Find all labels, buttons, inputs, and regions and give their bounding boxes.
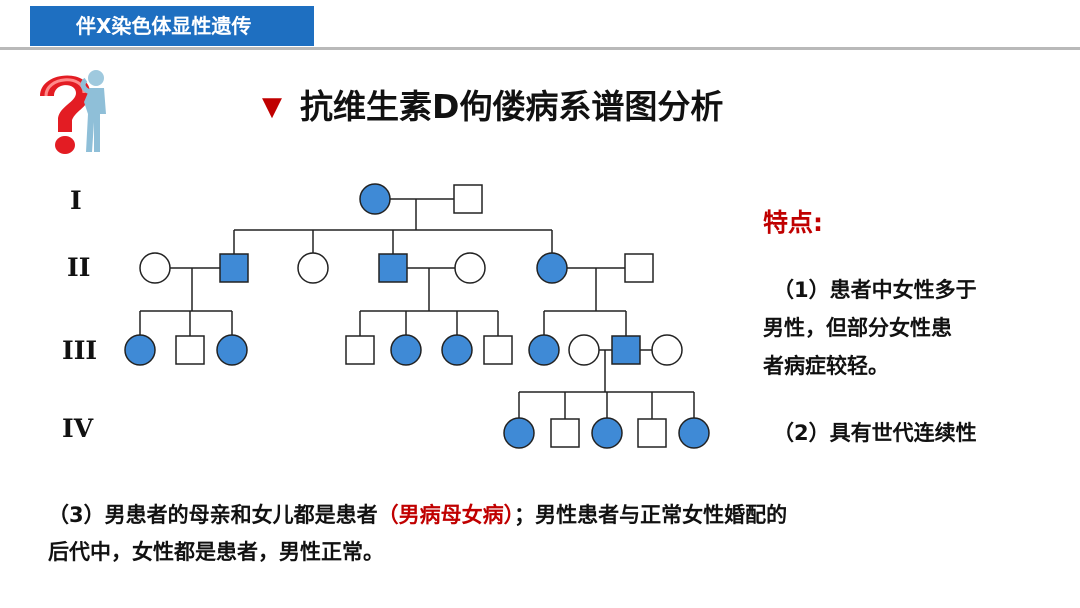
affected-female-gen-III-5 bbox=[391, 335, 421, 365]
unaffected-male-gen-IV-4 bbox=[638, 419, 666, 447]
affected-female-gen-IV-1 bbox=[504, 418, 534, 448]
affected-female-gen-II-6 bbox=[537, 253, 567, 283]
affected-female-gen-III-8 bbox=[529, 335, 559, 365]
unaffected-male-gen-I-2 bbox=[454, 185, 482, 213]
unaffected-male-gen-III-7 bbox=[484, 336, 512, 364]
features-heading: 特点: bbox=[763, 203, 823, 239]
affected-female-gen-IV-3 bbox=[592, 418, 622, 448]
affected-male-gen-III-10 bbox=[612, 336, 640, 364]
unaffected-male-gen-II-7 bbox=[625, 254, 653, 282]
unaffected-female-gen-II-1 bbox=[140, 253, 170, 283]
feature-1-line-2: 男性，但部分女性患 bbox=[763, 310, 952, 347]
conclusion-line-1: （3）男患者的母亲和女儿都是患者（男病母女病）；男性患者与正常女性婚配的 bbox=[48, 497, 1038, 534]
affected-female-gen-III-1 bbox=[125, 335, 155, 365]
feature-2: （2）具有世代连续性 bbox=[773, 415, 977, 452]
unaffected-female-gen-III-11 bbox=[652, 335, 682, 365]
conclusion-line-2: 后代中，女性都是患者，男性正常。 bbox=[48, 534, 1038, 571]
affected-female-gen-III-6 bbox=[442, 335, 472, 365]
feature-1-line-3: 者病症较轻。 bbox=[763, 348, 889, 385]
conclusion-text: （3）男患者的母亲和女儿都是患者（男病母女病）；男性患者与正常女性婚配的 后代中… bbox=[48, 497, 1038, 571]
unaffected-male-gen-IV-2 bbox=[551, 419, 579, 447]
feature-1-line-1: （1）患者中女性多于 bbox=[773, 272, 977, 309]
unaffected-male-gen-III-4 bbox=[346, 336, 374, 364]
conclusion-highlight: （男病母女病） bbox=[378, 503, 515, 527]
unaffected-female-gen-II-3 bbox=[298, 253, 328, 283]
conclusion-part-1: （3）男患者的母亲和女儿都是患者 bbox=[48, 503, 378, 527]
affected-female-gen-I-1 bbox=[360, 184, 390, 214]
affected-male-gen-II-2 bbox=[220, 254, 248, 282]
unaffected-male-gen-III-2 bbox=[176, 336, 204, 364]
pedigree-lines bbox=[140, 199, 694, 419]
pedigree-individuals bbox=[125, 184, 709, 448]
unaffected-female-gen-II-5 bbox=[455, 253, 485, 283]
unaffected-female-gen-III-9 bbox=[569, 335, 599, 365]
affected-male-gen-II-4 bbox=[379, 254, 407, 282]
affected-female-gen-IV-5 bbox=[679, 418, 709, 448]
affected-female-gen-III-3 bbox=[217, 335, 247, 365]
conclusion-part-2: ；男性患者与正常女性婚配的 bbox=[514, 503, 787, 527]
